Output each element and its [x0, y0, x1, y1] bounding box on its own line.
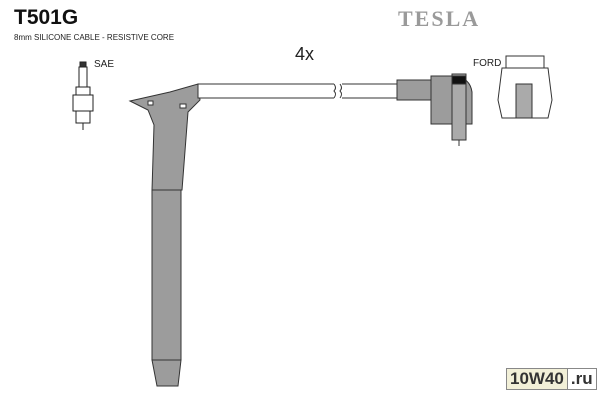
spark-plug-icon	[72, 61, 94, 130]
watermark-main: 10W40	[507, 369, 567, 389]
quantity-label: 4x	[295, 44, 315, 64]
product-code: T501G	[14, 6, 79, 29]
sae-label: SAE	[94, 59, 115, 70]
plug-boot	[128, 83, 201, 387]
distributor-terminal-icon	[497, 55, 553, 119]
watermark-suffix: .ru	[566, 369, 596, 389]
watermark: 10W40 .ru	[506, 368, 597, 390]
ford-label: FORD	[473, 58, 502, 69]
product-description: 8mm SILICONE CABLE - RESISTIVE CORE	[14, 33, 175, 42]
brand-logo: TESLA	[398, 6, 481, 31]
cable	[197, 82, 401, 100]
distributor-boot	[396, 73, 473, 146]
